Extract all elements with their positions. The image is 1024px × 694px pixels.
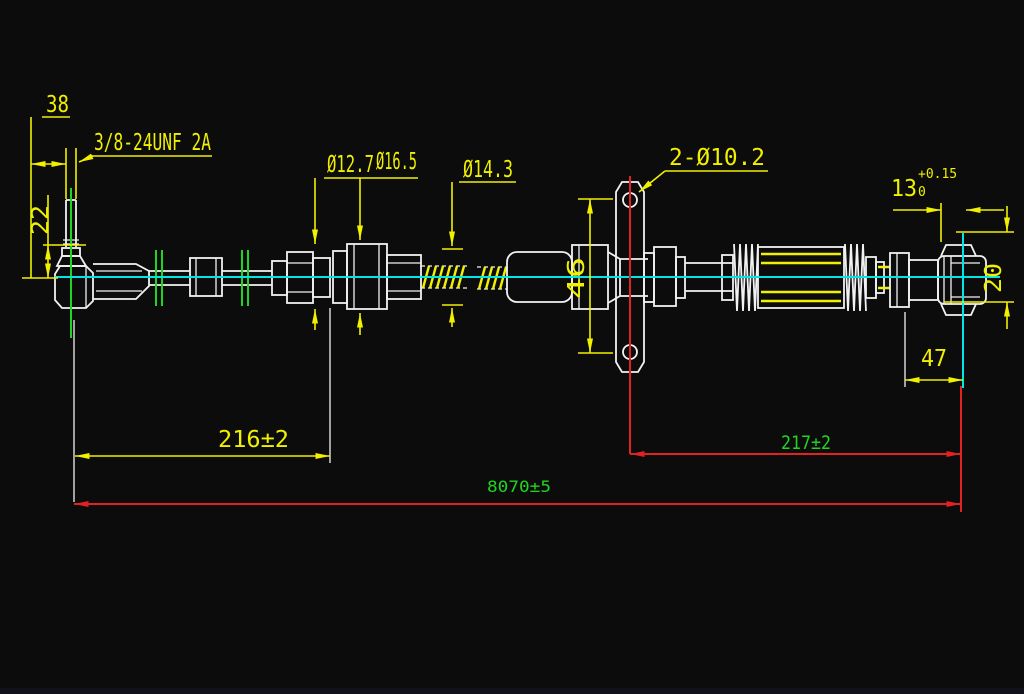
dim-text-overall-length: 8070±5 [487, 477, 551, 496]
dim-text-thread-spec: 3/8-24UNF 2A [94, 130, 211, 156]
dim-38 [30, 116, 77, 278]
dim-text-left-section: 216±2 [218, 427, 289, 453]
centerlines [55, 233, 1000, 388]
dim-text-right-section: 217±2 [781, 432, 831, 454]
left-ball-joint [54, 199, 150, 309]
dim-text-stud-length: 38 [46, 92, 69, 118]
bottom-edge-strip [0, 688, 1024, 694]
dim-dia-12-7-16-5 [312, 177, 418, 335]
dimension-texts: 38 3/8-24UNF 2A 22 Ø12.7 Ø16.5 Ø14.3 2-Ø… [28, 92, 1007, 496]
dim-20 [944, 206, 1014, 329]
yellow-dimensions [22, 116, 1014, 459]
dim-text-stud-height: 22 [28, 205, 54, 235]
white-extension-lines [73, 308, 906, 502]
dim-22 [22, 195, 86, 279]
dim-flange-holes-leader [638, 170, 768, 193]
dim-text-ball-offset: 13 [891, 176, 917, 202]
red-dimension-lines [74, 176, 962, 512]
dim-13 [893, 203, 1004, 242]
dim-text-hole-spacing: 46 [564, 257, 590, 299]
dim-thread-leader [78, 153, 212, 163]
dim-text-conduit-diameter: Ø14.3 [463, 157, 513, 183]
dim-text-coupler-diameter: Ø16.5 [376, 149, 417, 175]
dim-46 [578, 198, 613, 354]
dim-text-hex-diameter: Ø12.7 [327, 152, 374, 178]
dim-text-ball-offset-tol-upper: +0.15 [918, 167, 957, 182]
dim-dia-14-3 [442, 181, 516, 327]
dim-text-rod-end-width: 20 [981, 263, 1007, 293]
dim-text-flange-holes: 2-Ø10.2 [669, 145, 765, 171]
dim-text-ball-offset-tol-lower: 0 [918, 185, 926, 200]
dim-text-rod-end-length: 47 [921, 346, 947, 372]
